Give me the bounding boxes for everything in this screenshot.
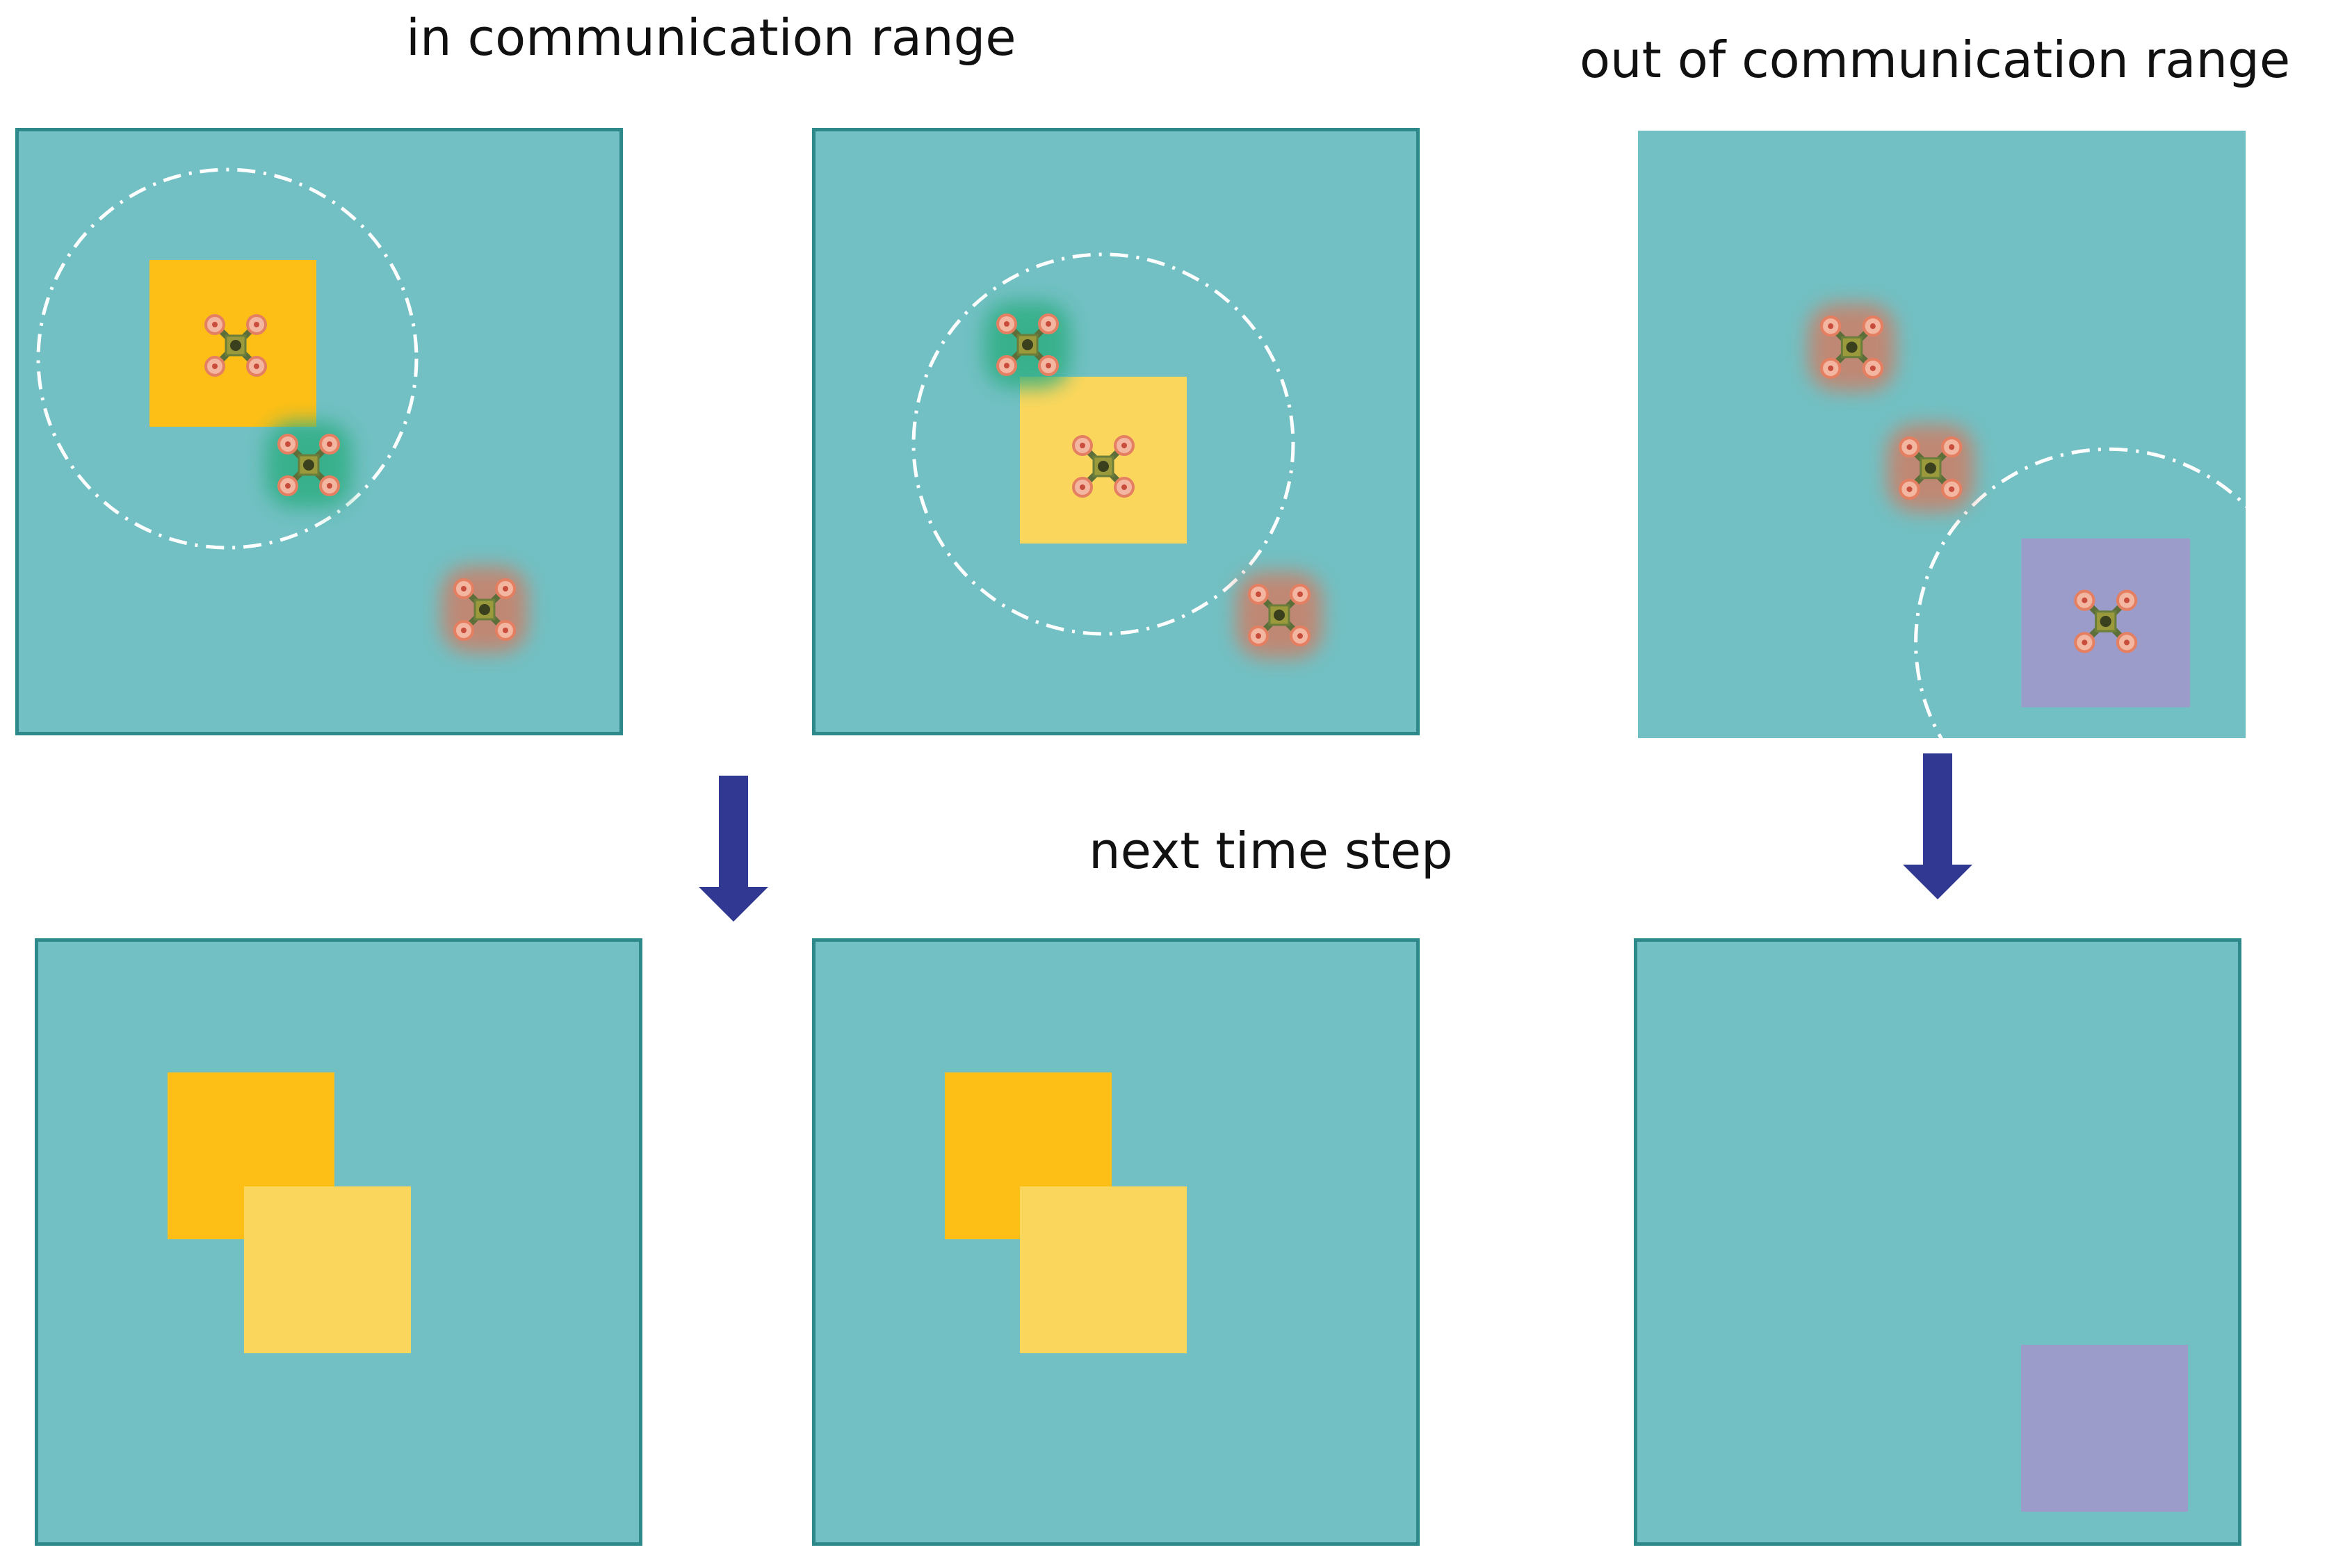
bottom-middle-panel-canvas — [816, 942, 1416, 1542]
drone-icon — [984, 302, 1071, 388]
drone-icon — [1887, 425, 1974, 512]
communication-range-circle — [36, 168, 419, 550]
out-of-communication-range-label: out of communication range — [1580, 31, 2291, 89]
drone-icon — [441, 566, 528, 653]
top-right-panel — [1638, 131, 2246, 738]
top-middle-panel-canvas — [816, 131, 1416, 732]
next-time-step-label: next time step — [1089, 822, 1453, 880]
bottom-middle-panel — [812, 938, 1420, 1546]
bottom-left-panel — [35, 938, 642, 1546]
communication-range-circle — [911, 252, 1295, 636]
yellow-square — [244, 1186, 411, 1353]
bottom-left-panel-canvas — [38, 942, 639, 1542]
yellow-square — [1020, 1186, 1187, 1353]
drone-icon — [1236, 572, 1322, 658]
bottom-right-panel-canvas — [1637, 942, 2238, 1542]
in-communication-range-label: in communication range — [406, 8, 1016, 67]
bottom-right-panel — [1634, 938, 2241, 1546]
purple-square — [2021, 1345, 2188, 1512]
drone-icon — [266, 422, 352, 508]
down-arrow-icon — [699, 776, 768, 922]
top-right-panel-canvas — [1638, 131, 2246, 738]
top-middle-panel — [812, 128, 1420, 735]
down-arrow-icon — [1903, 753, 1972, 899]
drone-icon — [1808, 304, 1895, 391]
top-left-panel — [15, 128, 623, 735]
top-left-panel-canvas — [19, 131, 619, 732]
